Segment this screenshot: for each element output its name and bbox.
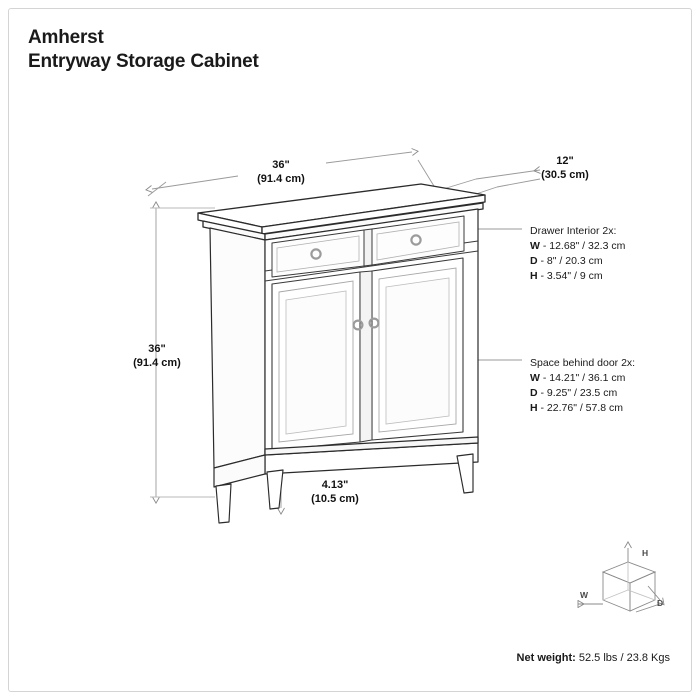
dim-width-line-right [325, 148, 419, 164]
cabinet-top-molding-front [264, 202, 484, 241]
value-w: - 12.68" / 32.3 cm [539, 239, 626, 252]
annotation-door-row-h: H - 22.76" / 57.8 cm [530, 401, 635, 416]
door-right-panel-outer [378, 267, 457, 433]
cube-hidden-edges [602, 562, 656, 601]
annotation-drawer-row-h: H - 3.54" / 9 cm [530, 269, 625, 284]
value-w: - 14.21" / 36.1 cm [539, 371, 626, 384]
drawer-right-inset [376, 221, 460, 261]
leg-side-left-front [215, 483, 232, 524]
dim-label-height: 36" (91.4 cm) [133, 343, 181, 370]
product-subtitle: Entryway Storage Cabinet [28, 51, 259, 73]
dim-depth-line-b [496, 178, 541, 188]
dimension-lines [145, 148, 541, 516]
cube-left-face [602, 571, 631, 612]
value-d: - 9.25" / 23.5 cm [537, 386, 618, 399]
leg-front-left [266, 469, 284, 510]
annotation-drawer-row-w: W - 12.68" / 32.3 cm [530, 239, 625, 254]
axis-d: D [530, 254, 538, 267]
case-side-left [209, 227, 266, 469]
annotation-door-heading: Space behind door 2x: [530, 357, 636, 369]
legend-label-height: H [642, 548, 649, 558]
door-left [271, 271, 361, 451]
cube-top-face [601, 561, 657, 584]
door-left-panel-inner [285, 290, 347, 435]
legend-d-leader [635, 603, 661, 613]
base-apron-molding [264, 436, 479, 456]
legend-label-depth: D [657, 598, 664, 608]
drawer-divider [363, 228, 373, 267]
value-d: - 8" / 20.3 cm [537, 254, 603, 267]
dim-label-width: 36" (91.4 cm) [257, 159, 305, 186]
net-weight-label: Net weight: [516, 652, 576, 664]
door-left-panel-outer [278, 280, 354, 443]
dim-label-leg-clearance: 4.13" (10.5 cm) [311, 479, 359, 506]
dim-depth-line-a [475, 166, 541, 180]
net-weight: Net weight: 52.5 lbs / 23.8 Kgs [352, 652, 670, 664]
door-left-knob [352, 319, 364, 331]
axis-w: W [530, 239, 540, 252]
dim-width-ext-left [147, 181, 167, 197]
product-name: Amherst [28, 27, 104, 48]
drawer-left-inset [276, 235, 360, 273]
axis-h: H [530, 269, 538, 282]
base-apron-side [213, 454, 266, 488]
legend-d-arrow [647, 585, 665, 606]
annotation-door-row-w: W - 14.21" / 36.1 cm [530, 371, 635, 386]
drawer-right-knob [410, 234, 422, 246]
annotation-drawer-row-d: D - 8" / 20.3 cm [530, 254, 625, 269]
door-right-panel-inner [385, 277, 450, 425]
axis-d: D [530, 386, 538, 399]
door-center-stile [359, 270, 373, 443]
annotation-door-row-d: D - 9.25" / 23.5 cm [530, 386, 635, 401]
value-h: - 3.54" / 9 cm [537, 269, 603, 282]
axis-h: H [530, 401, 538, 414]
net-weight-value: 52.5 lbs / 23.8 Kgs [575, 652, 670, 664]
drawer-left-knob [310, 248, 322, 260]
door-right [371, 257, 464, 441]
annotation-drawer-heading: Drawer Interior 2x: [530, 225, 617, 237]
dim-width-line-left [145, 175, 239, 193]
annotation-drawer-interior: Drawer Interior 2x: W - 12.68" / 32.3 cm… [530, 224, 625, 284]
cube-right-face [629, 571, 656, 612]
drawer-rail-bottom [264, 250, 479, 282]
legend-label-width: W [580, 590, 589, 600]
annotation-space-behind-door: Space behind door 2x: W - 14.21" / 36.1 … [530, 356, 635, 416]
cabinet-top-lip-front [261, 194, 486, 235]
dim-label-depth: 12" (30.5 cm) [541, 155, 589, 182]
value-h: - 22.76" / 57.8 cm [537, 401, 624, 414]
axis-w: W [530, 371, 540, 384]
cabinet-illustration [197, 183, 486, 524]
leg-front-right [456, 453, 474, 494]
door-right-knob [368, 317, 380, 329]
dimension-legend-cube [577, 540, 665, 613]
